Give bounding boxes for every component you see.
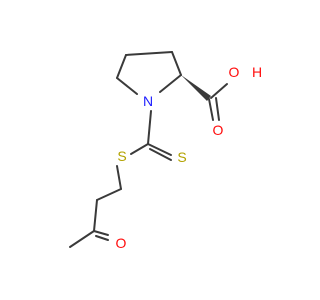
- bond-c3-c4: [125, 51, 173, 56]
- bond-cs-thione-2: [149, 148, 172, 161]
- atom-o-hydroxyl: O: [229, 64, 240, 80]
- bond-cs-thioether: [130, 143, 149, 155]
- atom-n: N: [143, 93, 153, 109]
- bond-s-ch2: [116, 165, 122, 190]
- bond-ketone-co-1: [93, 230, 109, 236]
- bond-c5-n: [116, 77, 138, 95]
- molecule-drawing: N O H O S S O: [69, 51, 262, 251]
- bond-c2-c3: [171, 51, 182, 76]
- bond-carboxyl-co-1: [208, 98, 214, 121]
- bond-ch2-ch2: [96, 188, 122, 201]
- atom-s-thione: S: [177, 149, 186, 165]
- bond-n-cs: [147, 110, 152, 145]
- atom-o-ketone: O: [116, 235, 127, 251]
- bond-n-c2: [159, 74, 182, 93]
- bond-c4-c5: [116, 54, 127, 79]
- bond-cs-thione-1: [147, 143, 172, 156]
- atom-o-carbonyl-acid: O: [213, 122, 224, 138]
- atom-s-thioether: S: [117, 148, 126, 164]
- bond-ketone-co-2: [95, 235, 109, 241]
- bond-carboxyl-co-2: [215, 97, 220, 121]
- structure-diagram: N O H O S S O: [69, 51, 262, 251]
- stereo-wedge-bond: [181, 75, 211, 101]
- bond-co-methyl: [69, 230, 95, 248]
- atom-h-hydroxyl: H: [252, 64, 262, 80]
- bond-carboxyl-oh: [210, 83, 228, 99]
- bond-ch2-co: [93, 199, 98, 232]
